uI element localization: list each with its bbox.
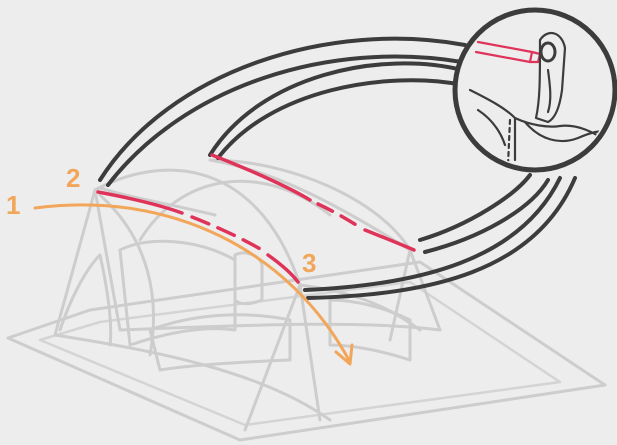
pole-clip-detail-icon <box>455 10 615 170</box>
tent-vent <box>235 253 262 304</box>
callout-band-to-step-2-inner <box>108 57 462 185</box>
pole-front-dashed <box>192 217 262 250</box>
step-label-3: 3 <box>302 248 316 278</box>
tent-leg-mid-1 <box>245 285 300 430</box>
step-label-2: 2 <box>66 163 80 193</box>
callout-band-to-ridge <box>210 63 462 155</box>
tent-leg-front-left <box>55 190 95 335</box>
tent-leg-right-1 <box>410 250 440 330</box>
step-label-1: 1 <box>6 190 20 220</box>
callout-band-to-ridge-end <box>420 175 530 240</box>
direction-arrow-head <box>336 345 352 364</box>
callout-band-to-ridge-inner <box>218 80 463 158</box>
pole-ridge-solid <box>212 155 310 200</box>
pole-ridge-end <box>365 230 414 250</box>
detail-circle <box>455 10 615 170</box>
tent-panel-center <box>150 315 290 370</box>
